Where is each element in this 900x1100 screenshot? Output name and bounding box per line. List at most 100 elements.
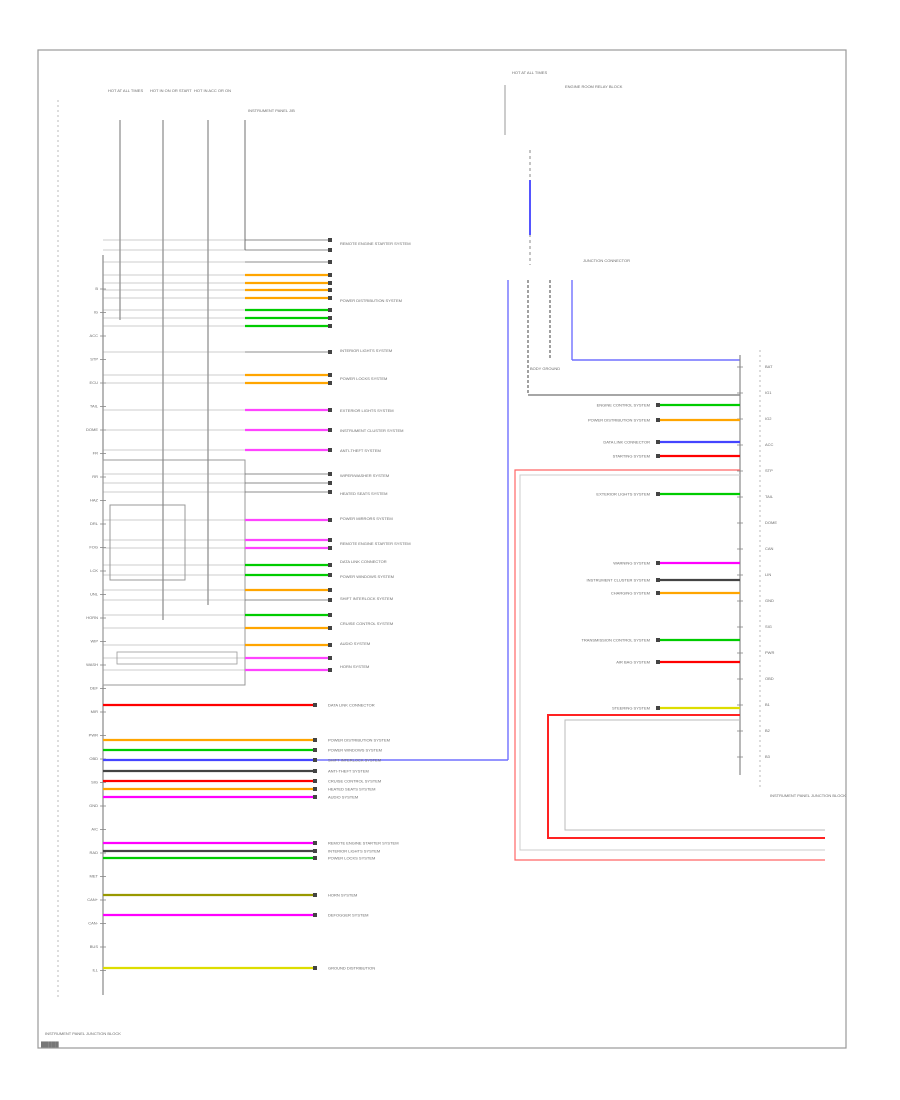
left-terminal-label: IG	[94, 310, 98, 315]
upper-destination-label: POWER MIRRORS SYSTEM	[340, 516, 393, 521]
wire-terminal-dot	[656, 591, 660, 595]
wire-terminal-dot	[328, 448, 332, 452]
left-destination-label: POWER DISTRIBUTION SYSTEM	[328, 738, 390, 743]
wire-terminal-dot	[656, 578, 660, 582]
wire-terminal-dot	[313, 779, 317, 783]
wire-terminal-dot	[656, 561, 660, 565]
wire-terminal-dot	[328, 248, 332, 252]
upper-destination-label: REMOTE ENGINE STARTER SYSTEM	[340, 241, 411, 246]
wire-terminal-dot	[313, 841, 317, 845]
upper-destination-label: POWER LOCKS SYSTEM	[340, 376, 387, 381]
right-destination-label: AIR BAG SYSTEM	[616, 660, 650, 665]
left-terminal-label: FOG	[89, 545, 98, 550]
wire-terminal-dot	[313, 738, 317, 742]
right-terminal-label: LIN	[765, 572, 771, 577]
wire-terminal-dot	[656, 706, 660, 710]
upper-destination-label: POWER WINDOWS SYSTEM	[340, 574, 394, 579]
wire-terminal-dot	[328, 598, 332, 602]
top-source-label-4: HOT AT ALL TIMES	[512, 70, 547, 75]
wire-terminal-dot	[328, 546, 332, 550]
left-destination-label: HEATED SEATS SYSTEM	[328, 787, 375, 792]
relay-box-inner	[109, 504, 186, 581]
wire-terminal-dot	[328, 381, 332, 385]
right-destination-label: CHARGING SYSTEM	[611, 591, 650, 596]
top-feeds	[119, 120, 246, 620]
left-destination-label: REMOTE ENGINE STARTER SYSTEM	[328, 841, 399, 846]
wire-terminal-dot	[328, 316, 332, 320]
upper-destination-label: WIPER/WASHER SYSTEM	[340, 473, 389, 478]
wire-terminal-dot	[328, 538, 332, 542]
left-terminal-label: RR	[92, 474, 98, 479]
wire-terminal-dot	[328, 373, 332, 377]
right-top-feed	[504, 85, 531, 265]
left-terminal-label: RAD	[90, 850, 99, 855]
left-destination-label: HORN SYSTEM	[328, 893, 357, 898]
upper-destination-label: INSTRUMENT CLUSTER SYSTEM	[340, 428, 404, 433]
left-terminal-label: UNL	[90, 592, 99, 597]
upper-destination-label: INTERIOR LIGHTS SYSTEM	[340, 348, 392, 353]
left-terminal-label: ECU	[90, 380, 99, 385]
wire-terminal-dot	[328, 308, 332, 312]
connector-label-0: JUNCTION CONNECTOR	[583, 258, 630, 263]
junction-connector-drops	[507, 280, 740, 760]
left-terminal-label: TAIL	[90, 404, 99, 409]
left-terminal-label: GND	[89, 803, 98, 808]
left-terminal-label: PWR	[89, 733, 98, 738]
wire-terminal-dot	[328, 428, 332, 432]
wire-terminal-dot	[328, 408, 332, 412]
connector-label-1: BODY GROUND	[530, 366, 560, 371]
red-loop	[514, 469, 825, 861]
wire-terminal-dot	[656, 440, 660, 444]
left-destination-label: ANTI-THEFT SYSTEM	[328, 769, 369, 774]
right-destination-label: ENGINE CONTROL SYSTEM	[597, 403, 650, 408]
left-terminal-label: CAN-	[88, 921, 98, 926]
left-terminal-label: ACC	[90, 333, 99, 338]
left-destination-label: CRUISE CONTROL SYSTEM	[328, 779, 381, 784]
footer-code: █████	[41, 1042, 59, 1048]
wire-terminal-dot	[313, 748, 317, 752]
wire-terminal-dot	[313, 893, 317, 897]
upper-destination-label: DATA LINK CONNECTOR	[340, 559, 387, 564]
right-terminal-label: SIG	[765, 624, 772, 629]
left-destination-label: POWER WINDOWS SYSTEM	[328, 748, 382, 753]
wire-terminal-dot	[328, 281, 332, 285]
wire-terminal-dot	[313, 795, 317, 799]
right-destination-label: TRANSMISSION CONTROL SYSTEM	[581, 638, 650, 643]
upper-destination-label: SHIFT INTERLOCK SYSTEM	[340, 596, 393, 601]
right-terminal-label: B2	[765, 728, 771, 733]
right-terminal-label: CAN	[765, 546, 774, 551]
upper-destination-label: HEATED SEATS SYSTEM	[340, 491, 387, 496]
right-terminal-label: IG1	[765, 390, 772, 395]
wire-terminal-dot	[313, 787, 317, 791]
left-destination-label: POWER LOCKS SYSTEM	[328, 856, 375, 861]
right-terminal-label: B3	[765, 754, 771, 759]
wire-terminal-dot	[313, 856, 317, 860]
left-terminal-label: SIG	[91, 780, 98, 785]
wire-terminal-dot	[328, 324, 332, 328]
wire-terminal-dot	[328, 613, 332, 617]
right-terminal-label: GND	[765, 598, 774, 603]
right-terminal-label: B1	[765, 702, 771, 707]
wire-terminal-dot	[313, 769, 317, 773]
right-destination-label: STARTING SYSTEM	[613, 454, 650, 459]
left-terminal-label: WIP	[90, 639, 98, 644]
left-terminal-label: CAN+	[87, 897, 98, 902]
top-source-label-0: HOT AT ALL TIMES	[108, 88, 143, 93]
relay-box-upper	[102, 459, 246, 686]
right-destination-label: POWER DISTRIBUTION SYSTEM	[588, 418, 650, 423]
right-destination-label: EXTERIOR LIGHTS SYSTEM	[596, 492, 650, 497]
wire-terminal-dot	[328, 472, 332, 476]
upper-destination-label: ANTI-THEFT SYSTEM	[340, 448, 381, 453]
wire-terminal-dot	[328, 573, 332, 577]
left-terminal-label: FR	[93, 451, 98, 456]
upper-destination-label: HORN SYSTEM	[340, 664, 369, 669]
left-terminal-label: WASH	[86, 662, 98, 667]
right-terminal-label: BAT	[765, 364, 773, 369]
left-terminal-label: LCK	[90, 568, 98, 573]
right-destination-label: STEERING SYSTEM	[612, 706, 650, 711]
left-component-label: INSTRUMENT PANEL JUNCTION BLOCK	[45, 1031, 121, 1036]
wire-terminal-dot	[328, 238, 332, 242]
right-terminal-label: PWR	[765, 650, 774, 655]
page-frame	[37, 49, 847, 1049]
